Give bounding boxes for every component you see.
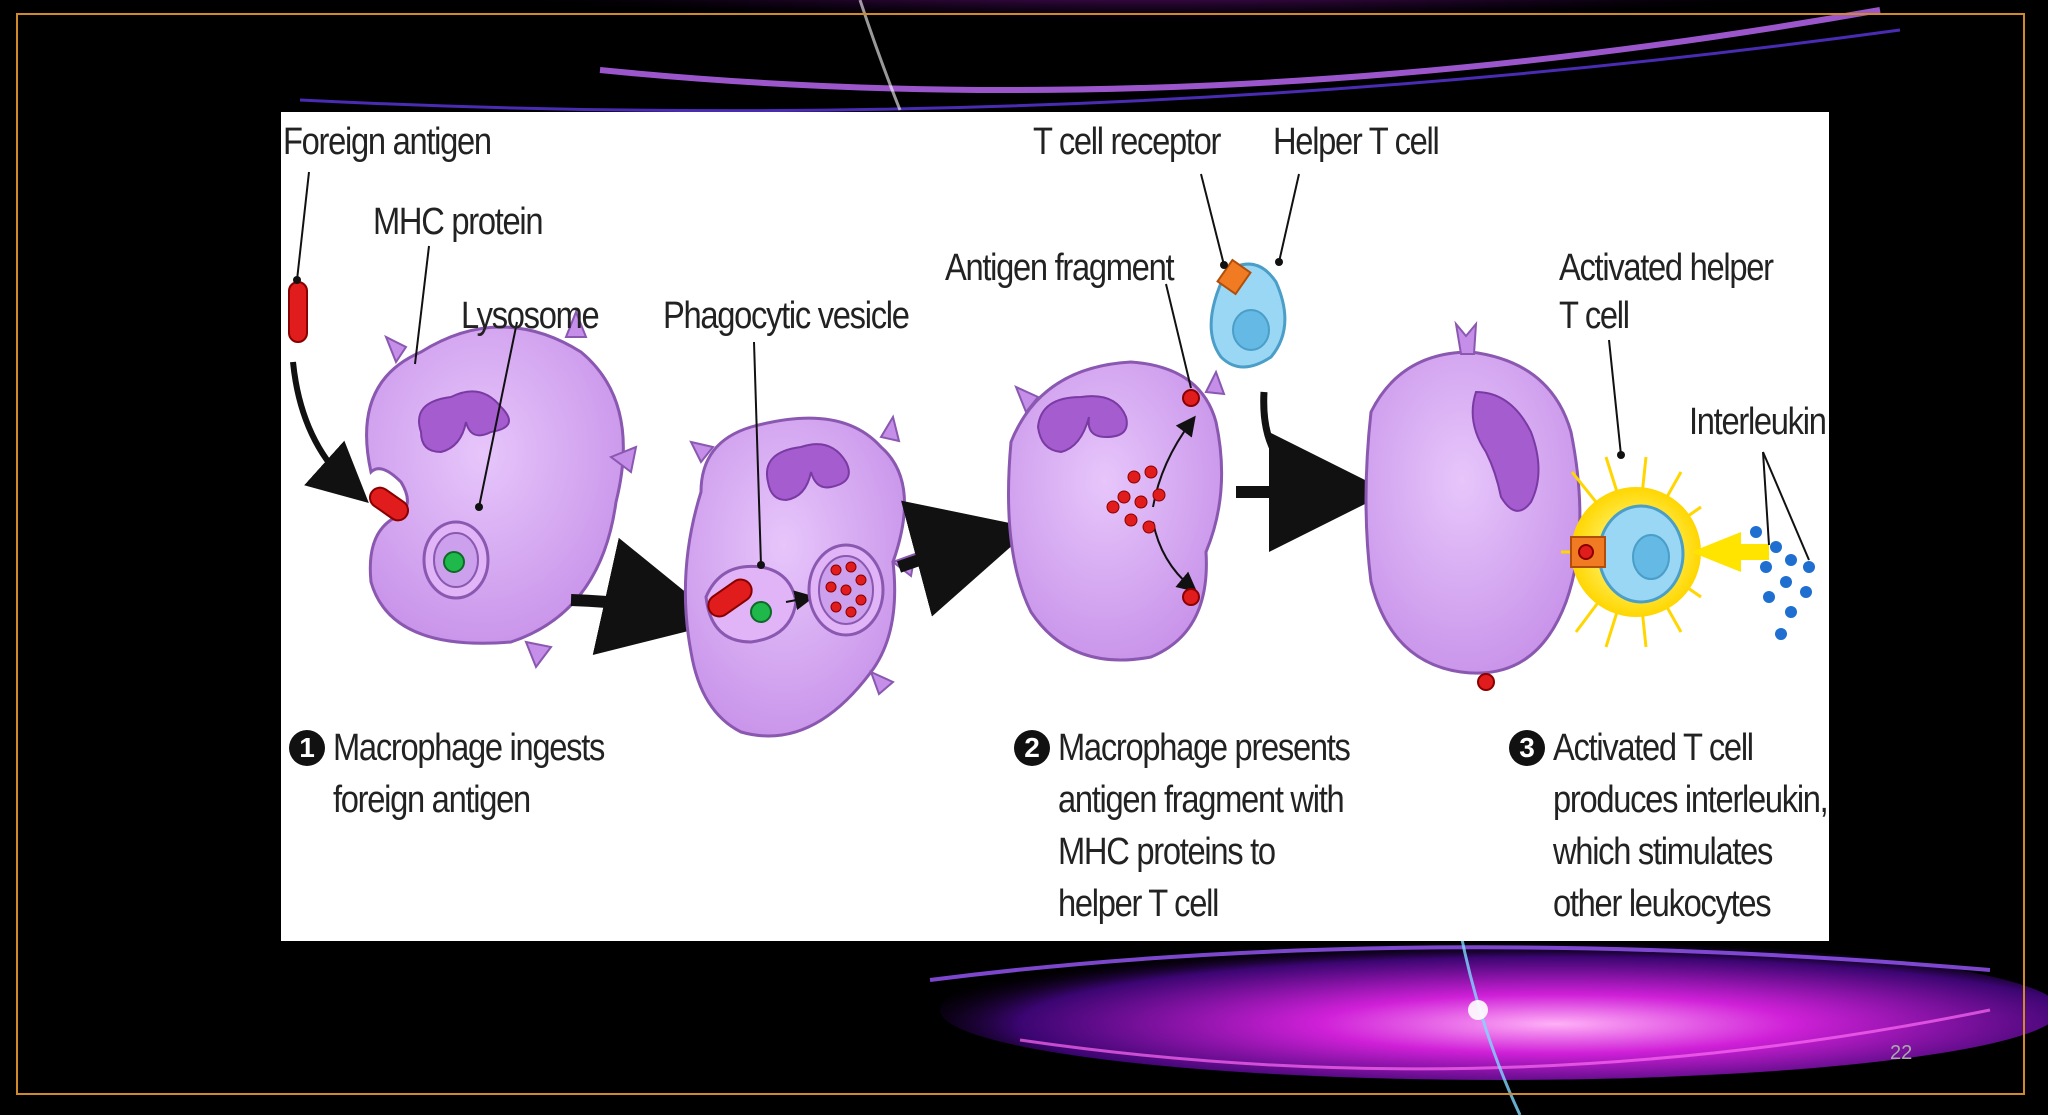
step-2-line: Macrophage presents [1058,727,1351,769]
step-3-line: which stimulates [1553,831,1773,873]
step-2-line: antigen fragment with [1058,779,1345,821]
antigen-dots-in-lysosome [825,561,867,618]
label-mhc-protein: MHC protein [373,201,544,243]
macrophage-stage-1 [365,309,638,670]
step-3-line: Activated T cell [1553,727,1754,769]
immune-response-diagram: Foreign antigen MHC protein Lysosome Pha… [281,112,1829,941]
step-3-number: 3 [1509,730,1545,766]
label-antigen-fragment: Antigen fragment [945,247,1175,289]
mhc-antigen-complex [1182,389,1200,606]
label-phagocytic-vesicle: Phagocytic vesicle [663,295,910,337]
macrophage-stage-3 [1364,320,1582,691]
step-3-caption: Activated T cell produces interleukin, w… [1553,722,1829,930]
label-lysosome: Lysosome [461,295,600,337]
arrow-to-vesicle [570,537,723,655]
label-helper-t-cell: Helper T cell [1273,121,1440,163]
slide-number: 22 [1890,1042,1913,1064]
macrophage-with-vesicle [683,414,917,738]
arrow-to-stage-2 [896,500,1033,617]
interleukin-molecules [1750,526,1815,640]
step-1-number: 1 [289,730,325,766]
ingest-arrow [290,361,369,504]
label-interleukin: Interleukin [1689,401,1827,443]
step-2-line: helper T cell [1058,883,1219,925]
helper-t-cell [1209,258,1287,369]
step-2-caption: Macrophage presents antigen fragment wit… [1058,722,1351,930]
step-3-line: produces interleukin, [1553,779,1829,821]
foreign-antigen-shape [288,281,308,343]
label-foreign-antigen: Foreign antigen [283,121,492,163]
antigen-fragments [1106,465,1166,534]
step-1-line: Macrophage ingests [333,727,605,769]
step-3-line: other leukocytes [1553,883,1772,925]
activated-helper-t-cell [1561,456,1769,648]
step-1-line: foreign antigen [333,779,531,821]
label-activated-helper-line1: Activated helper [1559,247,1774,289]
t-cell-binding-arrow [1260,391,1367,525]
diagram-artwork [288,171,1815,738]
step-1-caption: Macrophage ingests foreign antigen [333,722,605,826]
step-2-number: 2 [1014,730,1050,766]
background-swoosh-bottom [929,930,2048,1115]
background-swoosh-top [299,0,1904,113]
label-activated-helper-line2: T cell [1559,295,1630,337]
step-2-line: MHC proteins to [1058,831,1276,873]
label-t-cell-receptor: T cell receptor [1033,121,1221,163]
